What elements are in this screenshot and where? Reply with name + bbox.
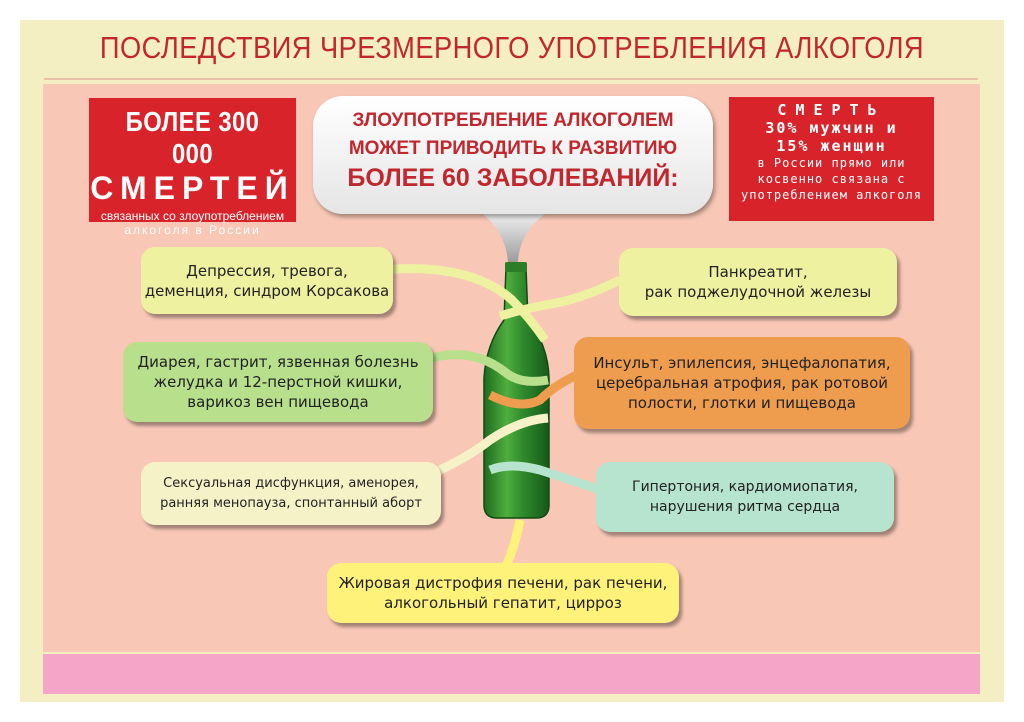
disease-text-pancreas: Панкреатит, рак поджелудочной железы [644,263,872,301]
disease-text-liver: Жировая дистрофия печени, рак печени, ал… [338,574,668,612]
disease-box-gastric: Диарея, гастрит, язвенная болезнь желудк… [123,342,433,422]
disease-text-heart: Гипертония, кардиомиопатия, нарушения ри… [632,479,858,515]
deaths-word: СМЕРТЕЙ [90,170,295,206]
bubble-line-3: БОЛЕЕ 60 ЗАБОЛЕВАНИЙ: [347,164,679,192]
disease-box-pancreas: Панкреатит, рак поджелудочной железы [619,248,897,316]
deaths-number: БОЛЕЕ 300 000 [125,106,260,169]
disease-text-depression: Депрессия, тревога, деменция, синдром Ко… [144,261,390,300]
disease-box-sexual: Сексуальная дисфункция, аменорея, ранняя… [141,462,441,525]
mortality-caption-3: употреблением алкоголя [741,188,922,202]
disease-text-gastric: Диарея, гастрит, язвенная болезнь желудк… [137,353,419,411]
bottom-bar [43,654,980,694]
title-underline [44,78,978,80]
disease-box-stroke: Инсульт, эпилепсия, энцефалопатия, цереб… [574,337,910,429]
bottle-neck-lip [505,262,527,272]
headline-bubble: ЗЛОУПОТРЕБЛЕНИЕ АЛКОГОЛЕМ МОЖЕТ ПРИВОДИТ… [313,96,713,214]
bubble-line-2: МОЖЕТ ПРИВОДИТЬ К РАЗВИТИЮ [348,138,678,159]
ribbon-stroke [487,365,592,409]
deaths-caption-1: связанных со злоупотреблением [100,209,285,223]
deaths-stat-box: БОЛЕЕ 300 000 СМЕРТЕЙ связанных со злоуп… [89,98,296,237]
ribbon-gastric [423,350,549,386]
mortality-women: 15% женщин [776,137,887,155]
mortality-caption-1: в России прямо или [757,156,906,170]
mortality-stat-box: СМЕРТЬ 30% мужчин и 15% женщин в России … [729,97,934,221]
bubble-line-1: ЗЛОУПОТРЕБЛЕНИЕ АЛКОГОЛЕМ [352,110,674,131]
mortality-men: 30% мужчин и [765,119,898,137]
disease-text-stroke: Инсульт, эпилепсия, энцефалопатия, цереб… [593,354,891,412]
disease-text-sexual: Сексуальная дисфункция, аменорея, ранняя… [160,475,422,511]
ribbon-pancreas [498,275,623,321]
ribbon-heart [488,461,602,495]
disease-box-liver: Жировая дистрофия печени, рак печени, ал… [327,563,679,623]
disease-box-depression: Депрессия, тревога, деменция, синдром Ко… [141,247,393,314]
ribbon-depression [379,264,549,343]
deaths-caption-2: алкоголя в России [124,223,261,237]
disease-box-heart: Гипертония, кардиомиопатия, нарушения ри… [596,462,894,532]
mortality-caption-2: косвенно связана с [757,172,906,186]
bubble-funnel [470,205,560,262]
ribbon-sexual [416,413,549,485]
page-title: ПОСЛЕДСТВИЯ ЧРЕЗМЕРНОГО УПОТРЕБЛЕНИЯ АЛК… [99,30,925,65]
mortality-heading: СМЕРТЬ [777,101,886,119]
